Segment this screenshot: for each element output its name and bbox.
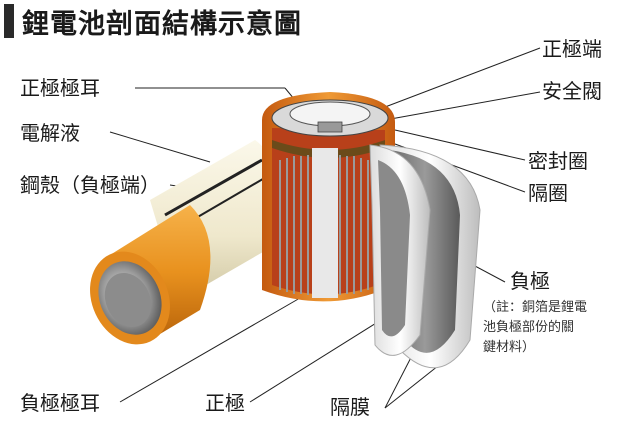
cutaway-case xyxy=(262,92,395,302)
label-positive-electrode: 正極 xyxy=(205,391,245,415)
label-positive-tab: 正極極耳 xyxy=(20,76,100,100)
unrolled-layers xyxy=(369,144,481,369)
label-seal-ring: 密封圈 xyxy=(528,149,588,173)
diagram-title: 鋰電池剖面結構示意圖 xyxy=(4,2,302,40)
label-electrolyte: 電解液 xyxy=(20,121,80,145)
note-line-3: 鍵材料） xyxy=(483,340,536,355)
label-steel-case: 鋼殼（負極端） xyxy=(20,173,160,197)
outer-cylinder xyxy=(90,140,278,345)
label-positive-terminal: 正極端 xyxy=(542,37,602,61)
label-separator: 隔膜 xyxy=(330,395,370,419)
copper-foil-note: （註：銅箔是鋰電 池負極部份的關 鍵材料） xyxy=(483,298,613,358)
label-spacer-ring: 隔圈 xyxy=(528,181,568,205)
title-accent-bar xyxy=(4,4,14,38)
label-negative-tab: 負極極耳 xyxy=(20,391,100,415)
note-line-1: （註：銅箔是鋰電 xyxy=(483,300,588,315)
title-text: 鋰電池剖面結構示意圖 xyxy=(22,8,302,40)
label-negative-electrode: 負極 xyxy=(510,269,550,293)
label-safety-valve: 安全閥 xyxy=(542,79,602,103)
note-line-2: 池負極部份的關 xyxy=(483,320,575,335)
